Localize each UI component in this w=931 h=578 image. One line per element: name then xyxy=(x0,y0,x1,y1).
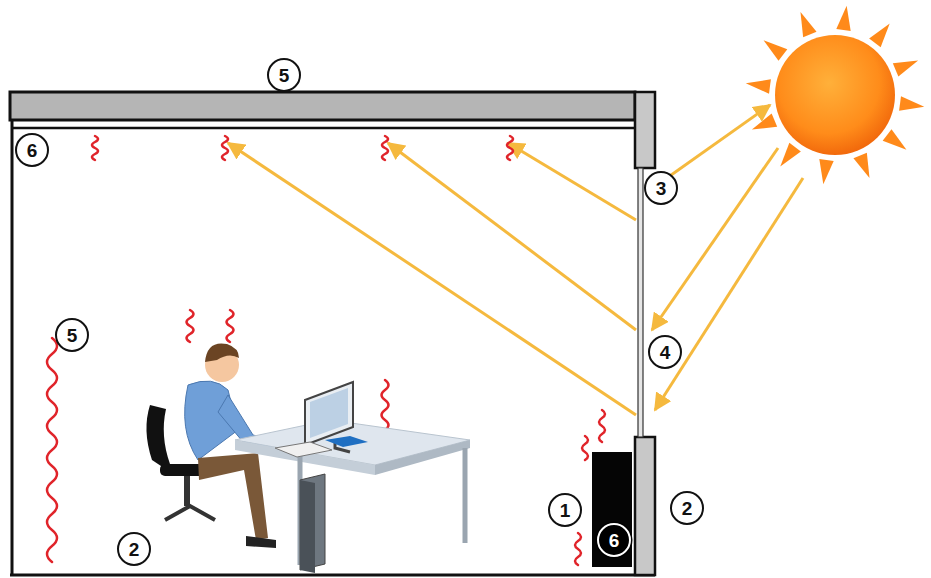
callout-number: 4 xyxy=(648,335,682,369)
sun-ray xyxy=(883,129,907,150)
callout-number: 2 xyxy=(117,532,151,566)
sun-ray xyxy=(746,79,771,93)
desk xyxy=(235,382,470,573)
sun-ray xyxy=(819,159,833,184)
upper-wall xyxy=(635,92,655,168)
callout-number: 5 xyxy=(267,58,301,92)
lower-wall xyxy=(635,437,655,575)
heat-wave xyxy=(47,136,605,565)
sun-ray xyxy=(780,143,801,167)
window-glass xyxy=(638,168,643,437)
callout-number: 6 xyxy=(15,133,49,167)
callout-number: 6 xyxy=(597,523,631,557)
callout-number: 1 xyxy=(548,493,582,527)
sun-ray xyxy=(800,12,816,37)
ceiling-line xyxy=(12,127,635,130)
sun-ray xyxy=(869,24,890,48)
floor xyxy=(10,574,655,577)
sun-ray xyxy=(899,96,924,110)
roof-slab xyxy=(10,92,635,120)
sun-ray xyxy=(764,40,788,61)
solar-ray xyxy=(228,105,803,415)
sun-ray xyxy=(836,6,850,31)
callout-number: 3 xyxy=(644,171,678,205)
left-wall xyxy=(11,120,14,576)
sun-ray xyxy=(853,153,869,178)
callout-number: 5 xyxy=(55,318,89,352)
radiator xyxy=(592,452,632,567)
callout-number: 2 xyxy=(670,491,704,525)
sun xyxy=(775,35,895,155)
sun-ray xyxy=(893,60,918,76)
